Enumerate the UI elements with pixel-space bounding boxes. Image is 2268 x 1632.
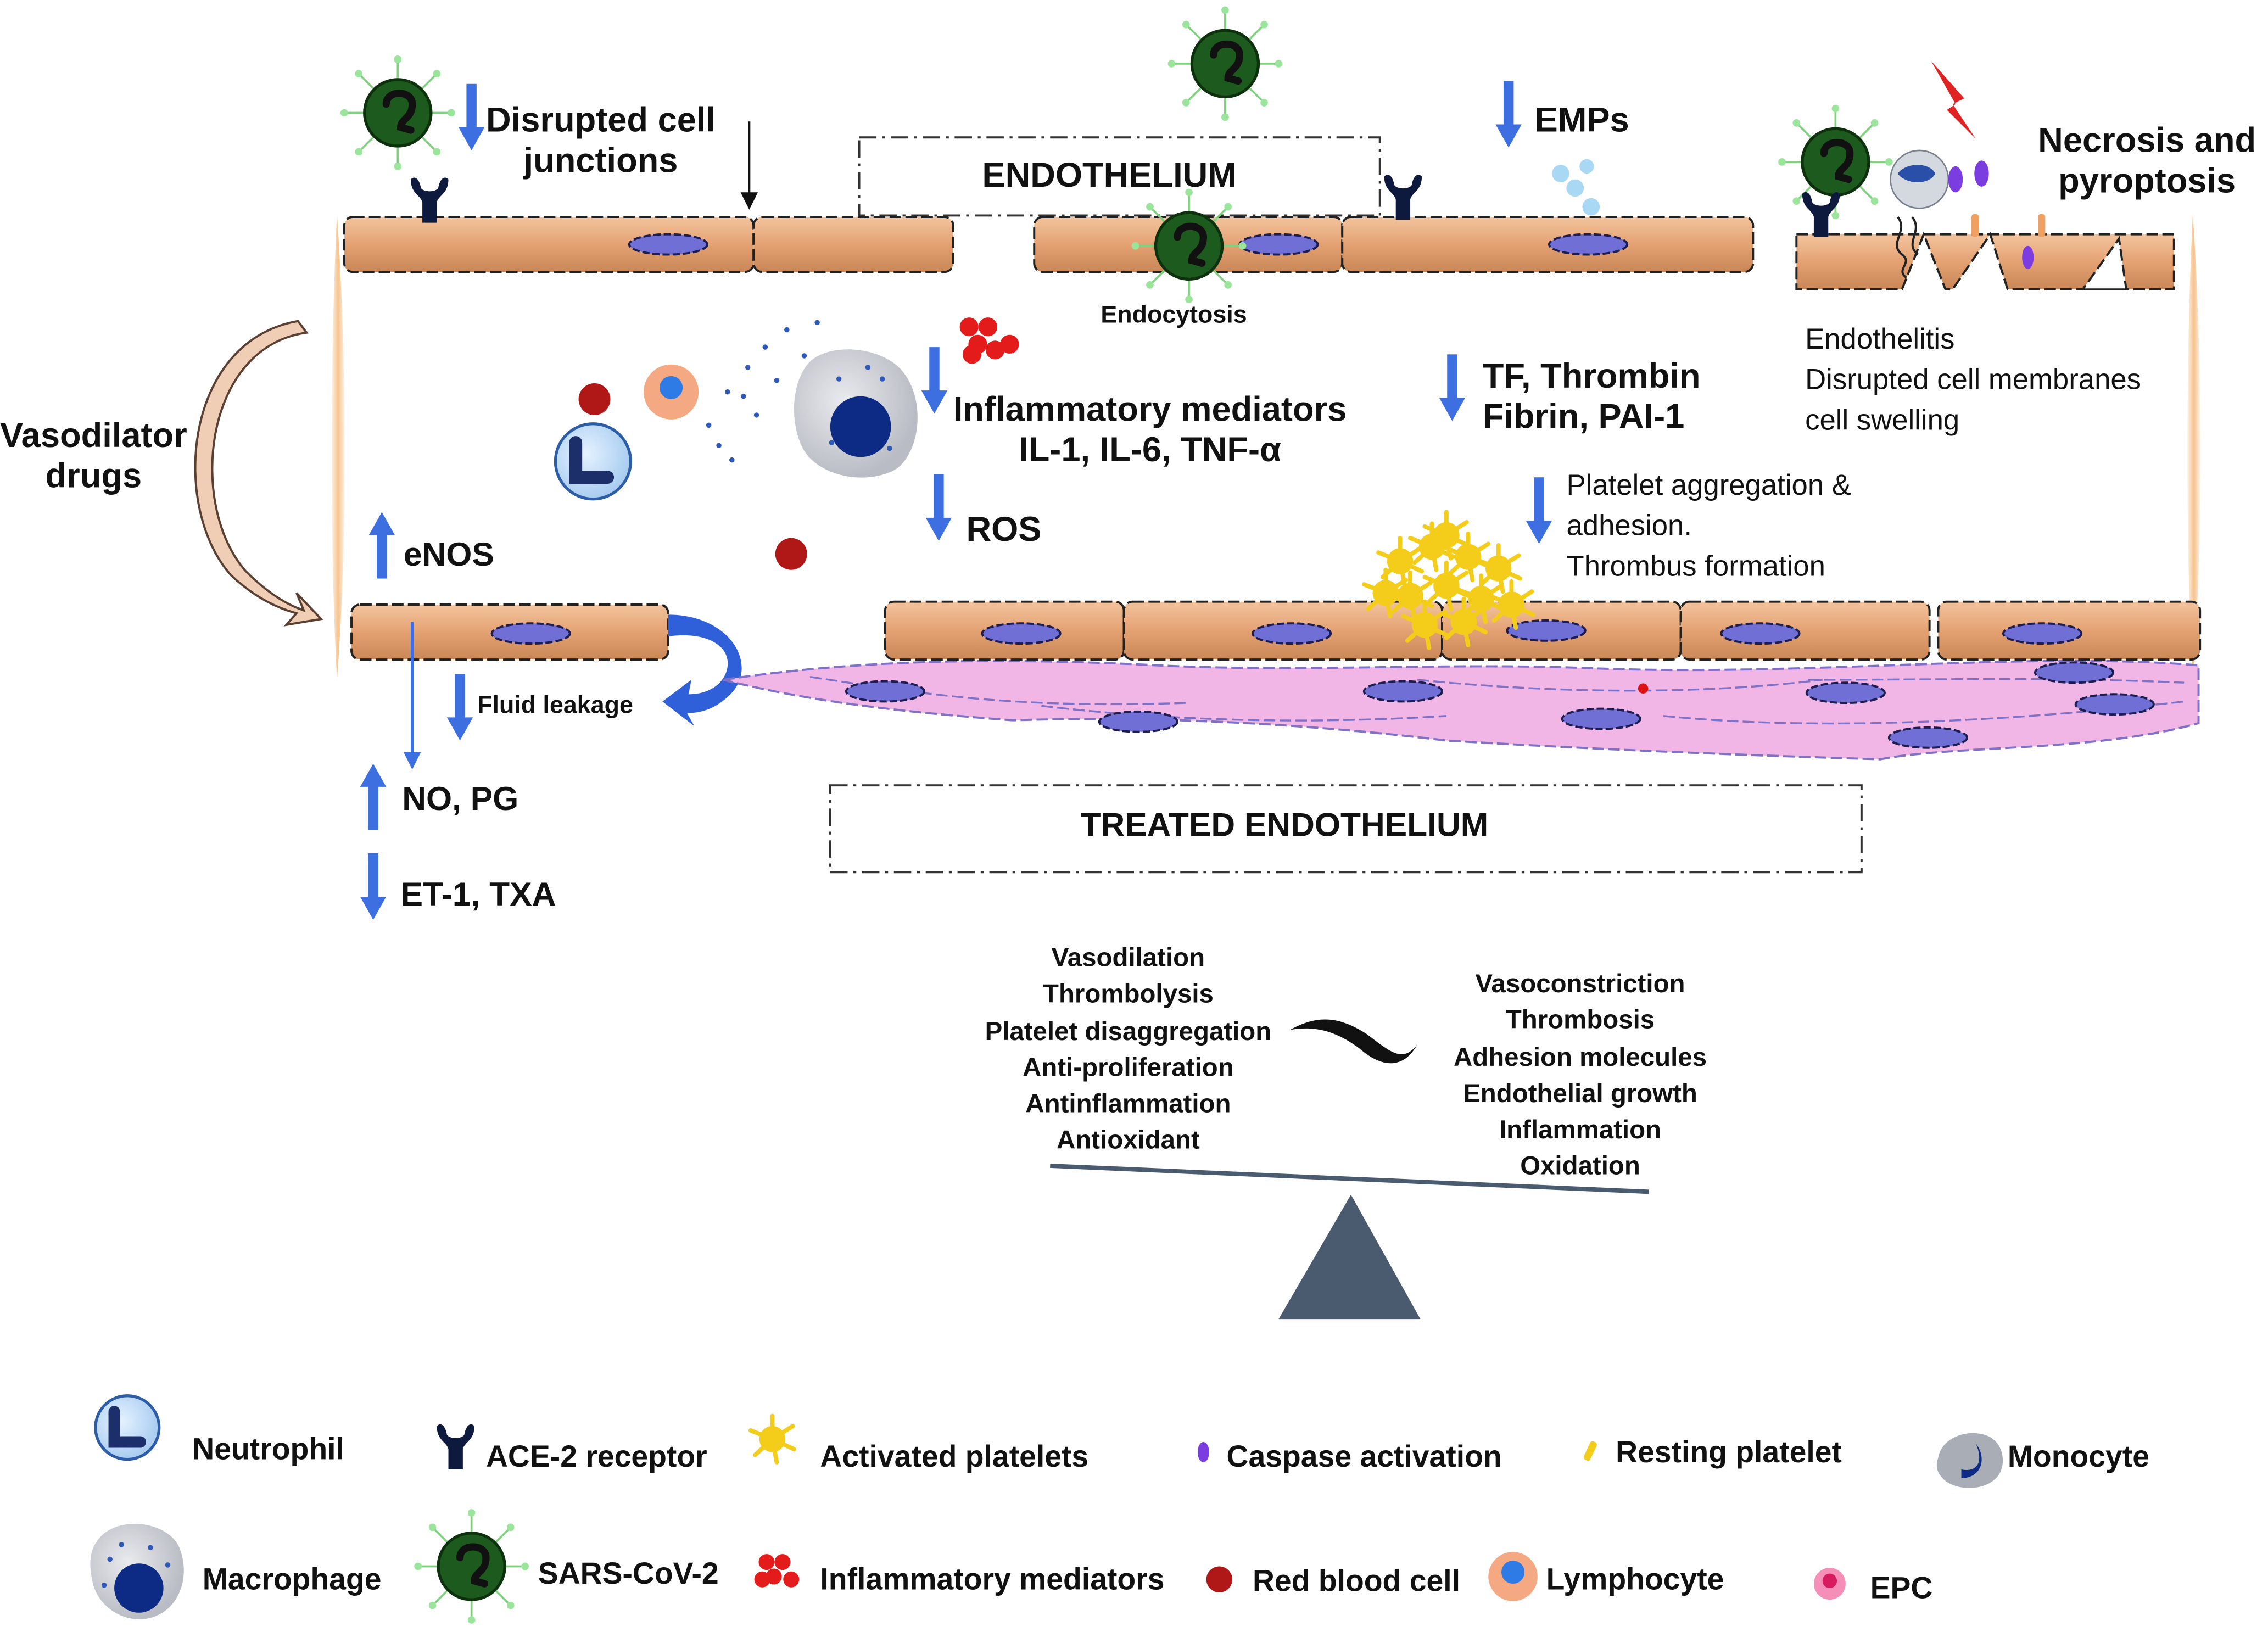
ace2-icon bbox=[437, 1424, 474, 1470]
inflammatory-mediators-label: Inflammatory mediators IL-1, IL-6, TNF-α bbox=[953, 390, 1347, 470]
lightning-icon bbox=[1931, 60, 1976, 139]
endothelitis-label: Endothelitis Disrupted cell membranes ce… bbox=[1805, 323, 2142, 437]
caspase-icon bbox=[1948, 160, 2034, 269]
sars-cov-2-legend-icon bbox=[414, 1509, 529, 1624]
legend-inflammatory-mediators: Inflammatory mediators bbox=[820, 1563, 1165, 1597]
legend-caspase: Caspase activation bbox=[1226, 1440, 1502, 1474]
legend-rbc: Red blood cell bbox=[1252, 1564, 1460, 1599]
dying-cell bbox=[1890, 149, 1949, 279]
sars-cov-2-virus bbox=[1168, 7, 1283, 121]
emps-label: EMPs bbox=[1534, 101, 1629, 141]
resting-platelet-legend-icon bbox=[1583, 1441, 1597, 1461]
balance-scale bbox=[1050, 1019, 1649, 1320]
vasodilator-label: Vasodilator drugs bbox=[0, 416, 187, 496]
enos-label: eNOS bbox=[403, 535, 494, 573]
legend-activated-platelets: Activated platelets bbox=[820, 1440, 1089, 1474]
macrophage-icon bbox=[90, 1524, 184, 1619]
resting-platelet-icon bbox=[1971, 214, 2046, 237]
legend-neutrophil: Neutrophil bbox=[192, 1433, 344, 1467]
treated-endothelium-title: TREATED ENDOTHELIUM bbox=[1080, 806, 1489, 843]
emp-particles bbox=[1552, 159, 1600, 216]
legend-lymphocyte: Lymphocyte bbox=[1546, 1563, 1724, 1597]
vessel-wall-left bbox=[331, 214, 345, 680]
inflammatory-mediators-icon bbox=[959, 317, 1019, 364]
inflammatory-mediators-legend-icon bbox=[754, 1554, 800, 1588]
arrow-down-icon bbox=[925, 474, 952, 541]
ros-label: ROS bbox=[966, 510, 1042, 550]
fluid-leakage-label: Fluid leakage bbox=[477, 691, 633, 719]
inflammatory-cells bbox=[554, 349, 918, 570]
vasodilator-arrow-icon bbox=[194, 320, 323, 627]
arrow-down-icon bbox=[740, 121, 758, 210]
disrupted-junctions-label: Disrupted cell junctions bbox=[485, 101, 716, 181]
epc-legend-icon bbox=[1813, 1568, 1846, 1600]
necrosis-label: Necrosis and pyroptosis bbox=[2038, 121, 2256, 201]
legend-icons bbox=[90, 1394, 2003, 1624]
arrow-down-icon bbox=[921, 347, 948, 414]
arrow-down-icon bbox=[1495, 81, 1522, 148]
legend-monocyte: Monocyte bbox=[2007, 1440, 2150, 1474]
arrow-up-icon bbox=[360, 763, 387, 830]
monocyte-icon bbox=[1936, 1433, 2003, 1488]
endothelium-title: ENDOTHELIUM bbox=[982, 156, 1237, 195]
legend-sarscov2: SARS-CoV-2 bbox=[538, 1557, 719, 1591]
balance-left-list: Vasodilation Thrombolysis Platelet disag… bbox=[985, 943, 1272, 1155]
endocytosis-label: Endocytosis bbox=[1101, 300, 1247, 328]
platelet-aggregation-label: Platelet aggregation & adhesion. Thrombu… bbox=[1566, 470, 1851, 583]
lymphocyte-legend-icon bbox=[1488, 1552, 1538, 1601]
no-pg-label: NO, PG bbox=[402, 779, 519, 818]
cytokine-dots bbox=[706, 320, 892, 463]
et1-txa-label: ET-1, TXA bbox=[400, 875, 556, 913]
arrow-down-icon bbox=[360, 853, 387, 920]
vessel-wall-right bbox=[2187, 214, 2200, 680]
arrow-down-icon bbox=[446, 674, 473, 741]
activated-platelet-icon bbox=[751, 1416, 794, 1462]
endothelium-box bbox=[858, 136, 1381, 217]
caspase-legend-icon bbox=[1197, 1441, 1209, 1462]
treated-endothelium-box bbox=[829, 784, 1863, 874]
neutrophil-icon bbox=[94, 1394, 161, 1461]
legend-epc: EPC bbox=[1870, 1572, 1933, 1606]
legend-macrophage: Macrophage bbox=[202, 1563, 382, 1597]
arrow-down-icon bbox=[1526, 477, 1552, 544]
sars-cov-2-virus bbox=[340, 55, 455, 170]
rbc-legend-icon bbox=[1206, 1566, 1233, 1592]
legend-resting-platelet: Resting platelet bbox=[1616, 1436, 1842, 1470]
arrow-up-icon bbox=[368, 512, 395, 579]
bottom-endothelial-layer bbox=[884, 600, 2202, 661]
balance-right-list: Vasoconstriction Thrombosis Adhesion mol… bbox=[1453, 969, 1707, 1181]
legend-ace2: ACE-2 receptor bbox=[485, 1440, 707, 1474]
arrow-down-icon bbox=[458, 83, 485, 150]
tf-thrombin-label: TF, Thrombin Fibrin, PAI-1 bbox=[1482, 357, 1701, 437]
fluid-leakage-arrow-icon bbox=[662, 614, 742, 726]
sars-cov-2-virus bbox=[1132, 188, 1247, 303]
ace2-receptor bbox=[1384, 175, 1422, 220]
arrow-down-icon bbox=[1439, 354, 1466, 421]
smooth-muscle-layer bbox=[723, 659, 2200, 761]
